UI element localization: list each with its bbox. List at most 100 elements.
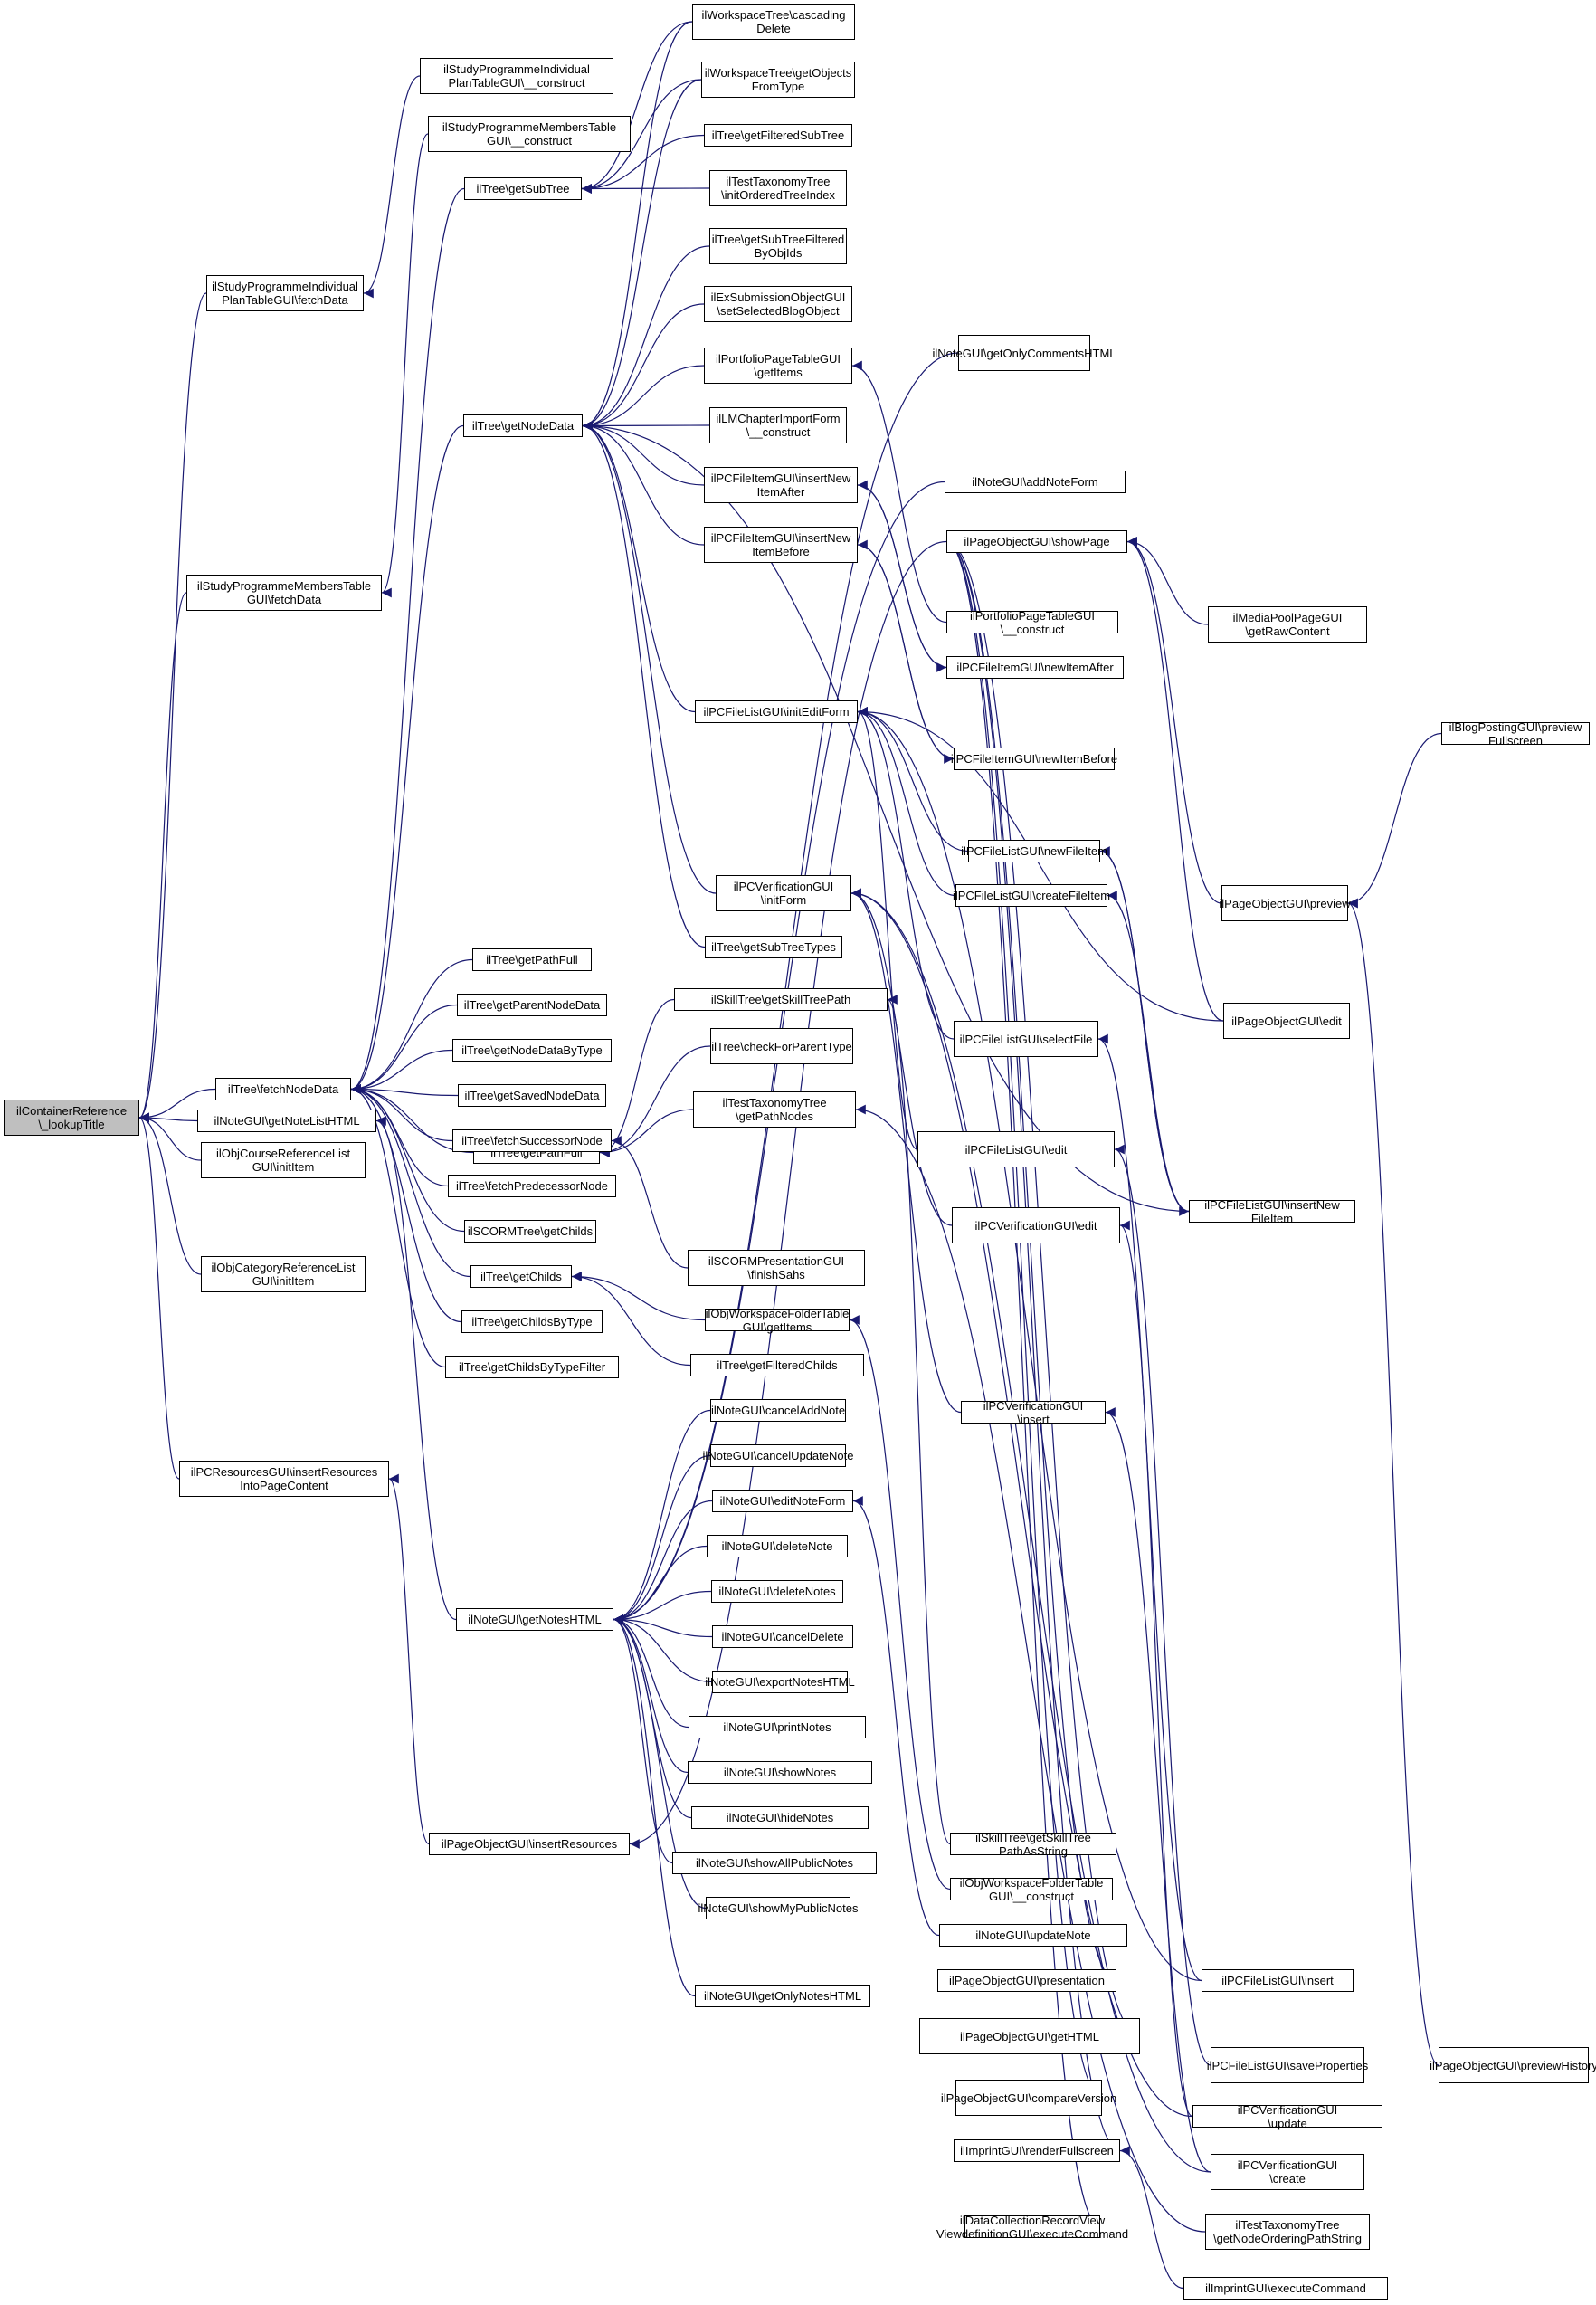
graph-node[interactable]: ilPCVerificationGUI\edit (952, 1207, 1120, 1243)
graph-node[interactable]: ilPageObjectGUI\previewHistory (1430, 2047, 1596, 2083)
graph-node[interactable]: ilNoteGUI\cancelDelete (712, 1625, 853, 1648)
graph-node[interactable]: ilPCFileListGUI\insert (1202, 1969, 1354, 1992)
graph-node[interactable]: ilPortfolioPageTableGUI \getItems (704, 348, 852, 384)
graph-node[interactable]: ilTree\getChilds (470, 1265, 572, 1288)
graph-node[interactable]: ilPageObjectGUI\compareVersion (941, 2080, 1116, 2116)
graph-node[interactable]: ilTree\getNodeData (463, 414, 583, 437)
graph-node[interactable]: ilNoteGUI\showAllPublicNotes (672, 1852, 877, 1874)
graph-node[interactable]: ilNoteGUI\showNotes (688, 1761, 872, 1784)
graph-node[interactable]: ilPCVerificationGUI \initForm (716, 875, 851, 911)
graph-node[interactable]: ilPCFileItemGUI\insertNew ItemBefore (704, 527, 858, 563)
graph-node[interactable]: ilObjCourseReferenceList GUI\initItem (201, 1142, 366, 1178)
graph-node[interactable]: ilTree\getFilteredSubTree (704, 124, 852, 147)
graph-edge (613, 1614, 713, 1683)
graph-edge (582, 79, 702, 431)
graph-node[interactable]: ilWorkspaceTree\getObjects FromType (701, 62, 855, 98)
graph-node[interactable]: ilTree\fetchSuccessorNode (452, 1129, 612, 1152)
graph-node[interactable]: ilTree\fetchNodeData (215, 1078, 351, 1100)
graph-edge (1126, 537, 1222, 904)
graph-edge (363, 75, 421, 299)
graph-node[interactable]: ilNoteGUI\getNoteListHTML (197, 1110, 376, 1132)
graph-node[interactable]: ilPCFileItemGUI\newItemAfter (946, 656, 1124, 679)
graph-node[interactable]: ilPCResourcesGUI\insertResources IntoPag… (179, 1461, 389, 1497)
graph-node[interactable]: ilExSubmissionObjectGUI \setSelectedBlog… (704, 286, 852, 322)
graph-edge (852, 1496, 940, 1937)
graph-node[interactable]: ilNoteGUI\getOnlyNotesHTML (695, 1985, 870, 2007)
graph-node[interactable]: ilTree\checkForParentType (710, 1028, 853, 1064)
graph-node[interactable]: ilTree\getChildsByTypeFilter (445, 1356, 619, 1378)
graph-node[interactable]: ilTestTaxonomyTree \getNodeOrderingPathS… (1205, 2214, 1370, 2250)
graph-node[interactable]: ilTree\getChildsByType (461, 1310, 603, 1333)
graph-node[interactable]: ilNoteGUI\showMyPublicNotes (698, 1897, 859, 1919)
graph-node[interactable]: ilPCFileItemGUI\newItemBefore (951, 748, 1117, 770)
graph-node[interactable]: ilImprintGUI\renderFullscreen (954, 2139, 1120, 2162)
graph-edge (350, 1049, 453, 1094)
graph-node[interactable]: ilTree\getParentNodeData (457, 994, 607, 1016)
graph-node[interactable]: ilPortfolioPageTableGUI \__construct (946, 609, 1118, 636)
graph-node[interactable]: ilPageObjectGUI\insertResources (429, 1833, 630, 1855)
graph-node[interactable]: ilPCFileListGUI\createFileItem (953, 884, 1110, 907)
graph-node[interactable]: ilPCVerificationGUI \update (1192, 2103, 1382, 2130)
graph-node[interactable]: ilTree\getSubTreeFiltered ByObjIds (709, 228, 847, 264)
graph-node[interactable]: ilPCFileListGUI\insertNew FileItem (1189, 1198, 1355, 1225)
graph-node[interactable]: ilTestTaxonomyTree \getPathNodes (693, 1091, 856, 1128)
graph-node[interactable]: ilLMChapterImportForm \__construct (709, 407, 847, 443)
graph-node[interactable]: ilPageObjectGUI\edit (1223, 1003, 1350, 1039)
graph-edge (1119, 2146, 1184, 2290)
graph-node[interactable]: ilPCFileListGUI\initEditForm (695, 700, 858, 723)
graph-edge (1126, 537, 1224, 1022)
graph-node[interactable]: ilPageObjectGUI\showPage (946, 530, 1127, 553)
graph-node[interactable]: ilNoteGUI\editNoteForm (712, 1490, 853, 1512)
graph-node[interactable]: ilObjWorkspaceFolderTable GUI\__construc… (950, 1876, 1113, 1903)
graph-node[interactable]: ilSkillTree\getSkillTree PathAsString (950, 1831, 1116, 1858)
graph-edge (850, 888, 1211, 2173)
graph-node[interactable]: ilSCORMTree\getChilds (464, 1220, 596, 1243)
graph-node[interactable]: ilNoteGUI\printNotes (689, 1716, 866, 1738)
graph-node[interactable]: ilTree\getSubTree (464, 177, 582, 200)
graph-edge (581, 184, 710, 194)
graph-node[interactable]: ilNoteGUI\cancelUpdateNote (703, 1444, 853, 1467)
graph-node[interactable]: ilPCFileListGUI\newFileItem (961, 840, 1107, 862)
graph-node[interactable]: ilTree\getSubTreeTypes (705, 936, 842, 958)
graph-node[interactable]: ilSkillTree\getSkillTreePath (674, 988, 888, 1011)
graph-node[interactable]: ilPageObjectGUI\preview (1219, 885, 1351, 921)
graph-edge (613, 1590, 712, 1624)
graph-node[interactable]: ilNoteGUI\deleteNotes (711, 1580, 843, 1603)
graph-node[interactable]: ilPCVerificationGUI \create (1211, 2154, 1364, 2190)
graph-node[interactable]: ilBlogPostingGUI\preview Fullscreen (1441, 720, 1590, 748)
graph-node[interactable]: ilNoteGUI\getOnlyCommentsHTML (933, 335, 1116, 371)
graph-node[interactable]: ilTree\getNodeDataByType (452, 1039, 612, 1062)
graph-node[interactable]: ilPCFileListGUI\selectFile (954, 1021, 1098, 1057)
graph-node[interactable]: ilNoteGUI\hideNotes (691, 1806, 869, 1829)
graph-node[interactable]: ilPCFileListGUI\edit (917, 1131, 1115, 1167)
graph-node[interactable]: ilTree\getSavedNodeData (458, 1084, 606, 1107)
graph-node[interactable]: ilMediaPoolPageGUI \getRawContent (1208, 606, 1367, 643)
graph-node[interactable]: ilWorkspaceTree\cascading Delete (692, 4, 855, 40)
graph-node[interactable]: ilStudyProgrammeIndividual PlanTableGUI\… (420, 58, 613, 94)
graph-node[interactable]: ilSCORMPresentationGUI \finishSahs (688, 1250, 865, 1286)
graph-node[interactable]: ilNoteGUI\exportNotesHTML (705, 1671, 855, 1693)
graph-node[interactable]: ilPCVerificationGUI \insert (961, 1399, 1106, 1426)
graph-node[interactable]: ilObjWorkspaceFolderTable GUI\getItems (705, 1306, 850, 1334)
graph-node[interactable]: ilTestTaxonomyTree \initOrderedTreeIndex (709, 170, 847, 206)
graph-node[interactable]: ilNoteGUI\deleteNote (707, 1535, 848, 1557)
graph-node[interactable]: ilPCFileListGUI\saveProperties (1207, 2047, 1368, 2083)
graph-node[interactable]: ilObjCategoryReferenceList GUI\initItem (201, 1256, 366, 1292)
graph-node[interactable]: ilStudyProgrammeMembersTable GUI\fetchDa… (186, 575, 382, 611)
graph-edge (613, 1614, 689, 1774)
graph-node[interactable]: ilPageObjectGUI\getHTML (919, 2018, 1140, 2054)
graph-node[interactable]: ilTree\getPathFull (472, 948, 592, 971)
graph-node[interactable]: ilStudyProgrammeIndividual PlanTableGUI\… (206, 275, 364, 311)
graph-node[interactable]: ilDataCollectionRecordView Viewdefinitio… (936, 2213, 1129, 2241)
graph-edge (350, 1084, 465, 1233)
graph-node[interactable]: ilPCFileItemGUI\insertNew ItemAfter (704, 467, 858, 503)
graph-node[interactable]: ilTree\getFilteredChilds (690, 1354, 864, 1376)
graph-node[interactable]: ilImprintGUI\executeCommand (1183, 2277, 1388, 2300)
graph-node[interactable]: ilPageObjectGUI\presentation (937, 1969, 1116, 1992)
graph-node[interactable]: ilNoteGUI\cancelAddNote (710, 1399, 846, 1422)
graph-node[interactable]: ilStudyProgrammeMembersTable GUI\__const… (428, 116, 631, 152)
graph-node[interactable]: ilNoteGUI\updateNote (939, 1924, 1127, 1947)
graph-node[interactable]: ilTree\fetchPredecessorNode (448, 1175, 616, 1197)
graph-node[interactable]: ilNoteGUI\getNotesHTML (456, 1608, 613, 1631)
graph-node[interactable]: ilNoteGUI\addNoteForm (945, 471, 1126, 493)
